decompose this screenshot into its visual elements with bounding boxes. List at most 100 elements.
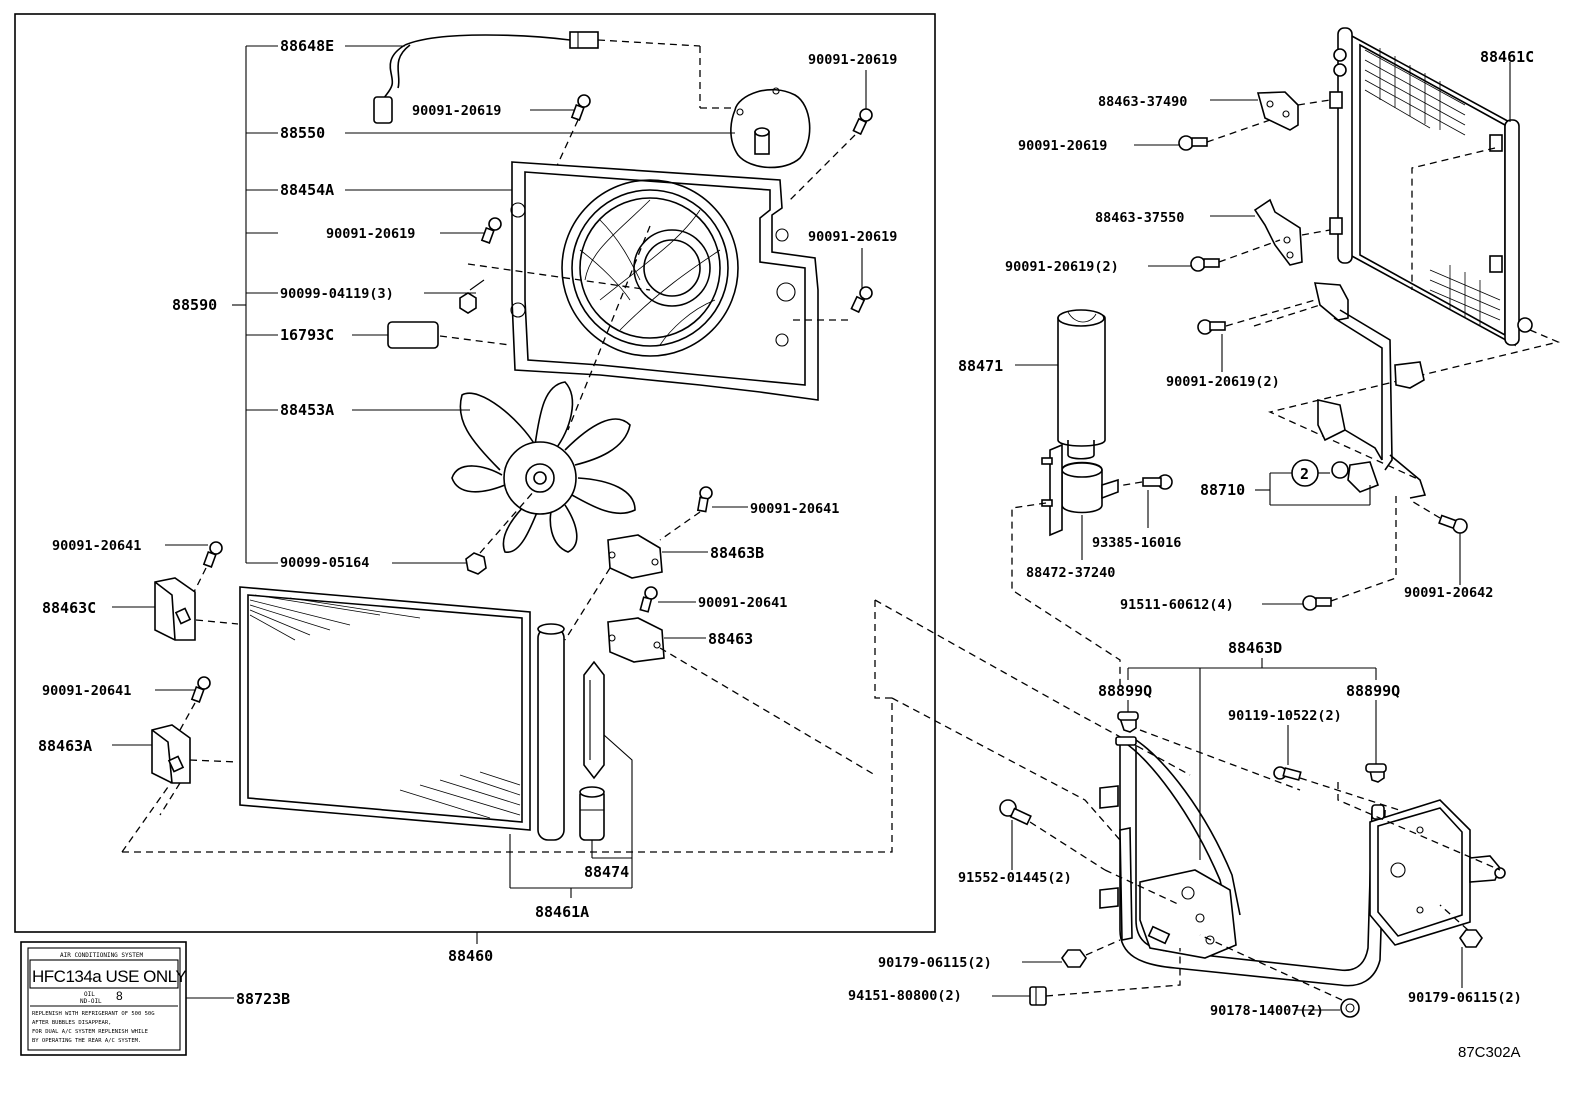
bolt-l bbox=[1438, 514, 1468, 534]
caution-oil-caption-line2: ND-OIL bbox=[80, 998, 102, 1005]
label-88899Q-left[interactable]: 88899Q bbox=[1098, 682, 1152, 700]
bolt-k bbox=[1197, 319, 1226, 335]
label-88648E[interactable]: 88648E bbox=[280, 37, 334, 55]
bolt-a bbox=[570, 94, 591, 121]
label-90091-20619-2-upper[interactable]: 90091-20619(2) bbox=[1005, 259, 1119, 275]
label-90091-20619-2-lower[interactable]: 90091-20619(2) bbox=[1166, 374, 1280, 390]
label-88461A[interactable]: 88461A bbox=[535, 903, 589, 921]
caution-note-2: AFTER BUBBLES DISAPPEAR, bbox=[32, 1020, 111, 1026]
wire-harness bbox=[373, 31, 740, 124]
fan-shroud bbox=[510, 161, 819, 401]
label-90178-14007[interactable]: 90178-14007(2) bbox=[1210, 1003, 1324, 1019]
bracket-88463B bbox=[607, 534, 663, 579]
bolt-m bbox=[1302, 595, 1332, 611]
bolt-q bbox=[1029, 986, 1047, 1006]
label-91511-60612[interactable]: 91511-60612(4) bbox=[1120, 597, 1234, 613]
label-88474[interactable]: 88474 bbox=[584, 863, 629, 881]
label-90091-20619-left[interactable]: 90091-20619 bbox=[326, 226, 415, 242]
nut-90099-04119 bbox=[459, 279, 485, 314]
bracket-88590 bbox=[232, 45, 278, 564]
label-88453A[interactable]: 88453A bbox=[280, 401, 334, 419]
bolt-f bbox=[639, 586, 658, 613]
caution-note-3: FOR DUAL A/C SYSTEM REPLENISH WHILE bbox=[32, 1029, 148, 1035]
label-88899Q-right[interactable]: 88899Q bbox=[1346, 682, 1400, 700]
bolt-n bbox=[1142, 474, 1173, 490]
label-88590[interactable]: 88590 bbox=[172, 296, 217, 314]
label-90179-06115-right[interactable]: 90179-06115(2) bbox=[1408, 990, 1522, 1006]
label-90091-20642[interactable]: 90091-20642 bbox=[1404, 585, 1493, 601]
label-88463A[interactable]: 88463A bbox=[38, 737, 92, 755]
bracket-88463-37490 bbox=[1256, 91, 1299, 131]
caution-label-88723B: AIR CONDITIONING SYSTEM HFC134a USE ONLY… bbox=[20, 941, 187, 1056]
receiver-drier bbox=[1057, 309, 1106, 460]
nut-90179-06115-right bbox=[1459, 929, 1483, 948]
label-90091-20619-top-right[interactable]: 90091-20619 bbox=[808, 52, 897, 68]
label-88463D[interactable]: 88463D bbox=[1228, 639, 1282, 657]
label-88550[interactable]: 88550 bbox=[280, 124, 325, 142]
assembly-group-box bbox=[14, 13, 936, 933]
label-16793C[interactable]: 16793C bbox=[280, 326, 334, 344]
nut-90178-14007 bbox=[1340, 998, 1360, 1018]
label-90091-20641-left-bottom[interactable]: 90091-20641 bbox=[42, 683, 131, 699]
nut-90099-05164 bbox=[465, 552, 487, 575]
label-88710[interactable]: 88710 bbox=[1200, 481, 1245, 499]
bolt-i bbox=[1178, 135, 1208, 151]
label-88461C[interactable]: 88461C bbox=[1480, 48, 1534, 66]
bolt-b bbox=[852, 108, 873, 136]
bolt-e bbox=[696, 486, 713, 513]
caution-note-4: BY OPERATING THE REAR A/C SYSTEM. bbox=[32, 1038, 141, 1044]
label-90091-20619-right[interactable]: 90091-20619 bbox=[808, 229, 897, 245]
bolt-h bbox=[190, 676, 211, 703]
cap-88899Q-left bbox=[1117, 711, 1139, 733]
bolt-j bbox=[1190, 256, 1220, 272]
label-88463-37550[interactable]: 88463-37550 bbox=[1095, 210, 1184, 226]
label-90091-20641-mid-right[interactable]: 90091-20641 bbox=[698, 595, 787, 611]
bracket-88463C bbox=[154, 577, 196, 641]
bolt-c bbox=[480, 217, 502, 244]
bolt-o bbox=[1273, 766, 1302, 781]
drier-cartridge bbox=[579, 660, 605, 841]
bracket-88463 bbox=[607, 617, 665, 663]
cap-88899Q-right bbox=[1365, 763, 1387, 783]
label-94151-80800[interactable]: 94151-80800(2) bbox=[848, 988, 962, 1004]
condenser-core bbox=[239, 586, 565, 841]
label-90119-10522[interactable]: 90119-10522(2) bbox=[1228, 708, 1342, 724]
bracket-88463-37550 bbox=[1253, 198, 1303, 266]
bolt-g bbox=[202, 541, 223, 568]
caution-note-1: REPLENISH WITH REFRIGERANT OF 500 50G bbox=[32, 1011, 155, 1017]
label-93385-16016[interactable]: 93385-16016 bbox=[1092, 535, 1181, 551]
piping-assembly bbox=[1099, 736, 1506, 987]
label-90091-20619-top[interactable]: 90091-20619 bbox=[412, 103, 501, 119]
bracket-88463A bbox=[151, 724, 191, 784]
label-88463[interactable]: 88463 bbox=[708, 630, 753, 648]
label-88454A[interactable]: 88454A bbox=[280, 181, 334, 199]
label-90091-20619-right-top[interactable]: 90091-20619 bbox=[1018, 138, 1107, 154]
drier-clamp bbox=[1041, 443, 1119, 537]
label-90099-04119[interactable]: 90099-04119(3) bbox=[280, 286, 394, 302]
label-90099-05164[interactable]: 90099-05164 bbox=[280, 555, 369, 571]
label-90091-20641-left-top[interactable]: 90091-20641 bbox=[52, 538, 141, 554]
label-88472-37240[interactable]: 88472-37240 bbox=[1026, 565, 1115, 581]
label-88463C[interactable]: 88463C bbox=[42, 599, 96, 617]
figure-code: 87C302A bbox=[1458, 1044, 1521, 1061]
caution-oil-value: 8 bbox=[116, 989, 123, 1003]
label-91552-01445[interactable]: 91552-01445(2) bbox=[958, 870, 1072, 886]
label-88463B[interactable]: 88463B bbox=[710, 544, 764, 562]
label-88471[interactable]: 88471 bbox=[958, 357, 1003, 375]
quantity-callout-text: 2 bbox=[1300, 465, 1309, 483]
nut-90179-06115-left bbox=[1061, 949, 1087, 968]
bolt-p bbox=[999, 799, 1032, 826]
caution-oil-caption-line1: OIL bbox=[84, 991, 95, 998]
pipe-bracket bbox=[1313, 282, 1427, 499]
label-90179-06115-left[interactable]: 90179-06115(2) bbox=[878, 955, 992, 971]
caution-header: AIR CONDITIONING SYSTEM bbox=[60, 952, 143, 959]
label-90091-20641-top-right[interactable]: 90091-20641 bbox=[750, 501, 839, 517]
bolt-d bbox=[850, 286, 873, 314]
label-88463-37490[interactable]: 88463-37490 bbox=[1098, 94, 1187, 110]
fan-blade bbox=[451, 381, 636, 553]
label-88723B[interactable]: 88723B bbox=[236, 990, 290, 1008]
fan-motor bbox=[730, 87, 811, 169]
label-88460[interactable]: 88460 bbox=[448, 947, 493, 965]
